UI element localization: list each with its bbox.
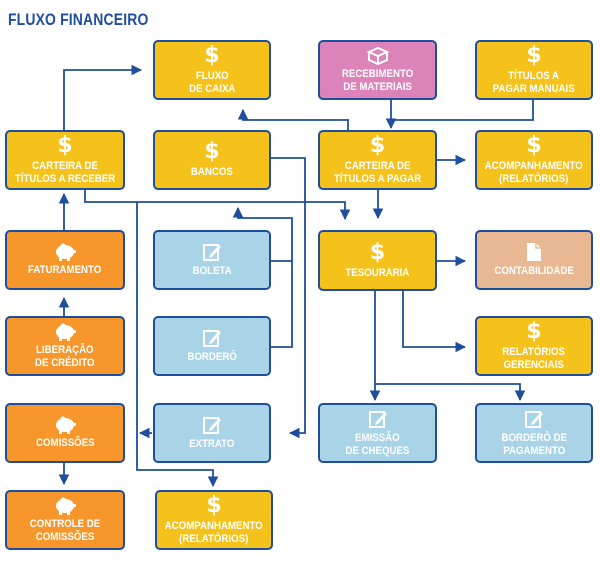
document-icon xyxy=(527,243,541,261)
node-label: LIBERAÇÃO DE CRÉDITO xyxy=(35,343,95,369)
edit-icon xyxy=(203,417,221,434)
node-bordero: BORDERÔ xyxy=(153,316,271,376)
page-title: FLUXO FINANCEIRO xyxy=(8,10,149,29)
node-label: FLUXO DE CAIXA xyxy=(188,69,236,95)
piggy-bank-icon xyxy=(56,243,76,261)
edge-tesouraria-to-relatorios xyxy=(402,291,467,353)
edge-bordero-to-bancos xyxy=(271,261,293,348)
node-bancos: $ BANCOS xyxy=(153,130,271,190)
edge-tesouraria-to-bordero-pag xyxy=(375,383,526,402)
node-label: ACOMPANHAMENTO (RELATÓRIOS) xyxy=(164,519,264,545)
edge-bancos-to-extrato xyxy=(271,157,306,439)
dollar-icon: $ xyxy=(204,139,220,164)
edge-manuais-to-pagar xyxy=(391,98,534,121)
edit-icon xyxy=(525,410,543,428)
dollar-icon: $ xyxy=(526,318,542,344)
dollar-icon: $ xyxy=(526,42,542,68)
node-fluxo-de-caixa: $ FLUXO DE CAIXA xyxy=(153,40,271,100)
node-label: RECEBIMENTO DE MATERIAIS xyxy=(341,67,414,93)
node-bordero-de-pagamento: BORDERÔ DE PAGAMENTO xyxy=(475,403,593,463)
node-recebimento-de-materiais: RECEBIMENTO DE MATERIAIS xyxy=(318,40,437,100)
node-relatorios-gerenciais: $ RELATÓRIOS GERENCIAIS xyxy=(475,316,593,376)
dollar-icon: $ xyxy=(526,132,542,158)
node-label: EMISSÃO DE CHEQUES xyxy=(345,431,410,457)
node-extrato: EXTRATO xyxy=(153,403,271,463)
dollar-icon: $ xyxy=(204,42,220,68)
node-label: CARTEIRA DE TÍTULOS A RECEBER xyxy=(14,159,116,185)
edge-receber-to-tesouraria xyxy=(84,190,351,221)
piggy-bank-icon xyxy=(56,323,76,341)
box-icon xyxy=(366,46,389,65)
node-emissao-de-cheques: EMISSÃO DE CHEQUES xyxy=(318,403,437,463)
piggy-bank-icon xyxy=(56,497,76,515)
edge-receber-to-fluxo xyxy=(63,64,143,130)
node-label: TESOURARIA xyxy=(345,266,410,279)
node-tesouraria: $ TESOURARIA xyxy=(318,230,437,291)
edge-boleta-to-bancos xyxy=(232,206,293,262)
edit-icon xyxy=(368,410,387,428)
node-faturamento: FATURAMENTO xyxy=(5,230,125,290)
node-label: BANCOS xyxy=(191,166,233,178)
node-label: BORDERÔ xyxy=(187,351,237,363)
node-comissoes: COMISSÕES xyxy=(5,403,125,463)
node-label: BOLETA xyxy=(192,265,232,277)
node-label: ACOMPANHAMENTO (RELATÓRIOS) xyxy=(484,159,584,185)
node-label: BORDERÔ DE PAGAMENTO xyxy=(501,431,567,457)
dollar-icon: $ xyxy=(369,132,386,158)
node-label: CARTEIRA DE TÍTULOS A PAGAR xyxy=(333,159,422,185)
node-titulos-a-pagar-manuais: $ TÍTULOS A PAGAR MANUAIS xyxy=(475,40,593,100)
dollar-icon: $ xyxy=(57,132,73,158)
piggy-bank-icon xyxy=(56,416,76,434)
edit-icon xyxy=(203,244,221,261)
node-acompanhamento-relatorios-bottom: $ ACOMPANHAMENTO (RELATÓRIOS) xyxy=(155,490,273,550)
node-label: RELATÓRIOS GERENCIAIS xyxy=(502,345,566,371)
node-boleta: BOLETA xyxy=(153,230,271,290)
node-acompanhamento-relatorios-top: $ ACOMPANHAMENTO (RELATÓRIOS) xyxy=(475,130,593,190)
edit-icon xyxy=(203,330,221,347)
dollar-icon: $ xyxy=(206,492,222,518)
node-label: CONTABILIDADE xyxy=(494,265,574,277)
edge-pagar-to-fluxo xyxy=(237,108,349,131)
node-carteira-titulos-a-pagar: $ CARTEIRA DE TÍTULOS A PAGAR xyxy=(318,130,437,190)
node-carteira-titulos-a-receber: $ CARTEIRA DE TÍTULOS A RECEBER xyxy=(5,130,125,190)
dollar-icon: $ xyxy=(369,239,386,265)
node-label: COMISSÕES xyxy=(35,437,95,449)
edge-receber-to-acompanhamento xyxy=(136,202,219,488)
node-contabilidade: CONTABILIDADE xyxy=(475,230,593,290)
node-label: TÍTULOS A PAGAR MANUAIS xyxy=(492,69,576,95)
node-controle-de-comissoes: CONTROLE DE COMISSÕES xyxy=(5,490,125,550)
node-label: FATURAMENTO xyxy=(28,264,102,276)
node-label: EXTRATO xyxy=(189,438,235,450)
node-liberacao-de-credito: LIBERAÇÃO DE CRÉDITO xyxy=(5,316,125,376)
node-label: CONTROLE DE COMISSÕES xyxy=(29,517,101,543)
